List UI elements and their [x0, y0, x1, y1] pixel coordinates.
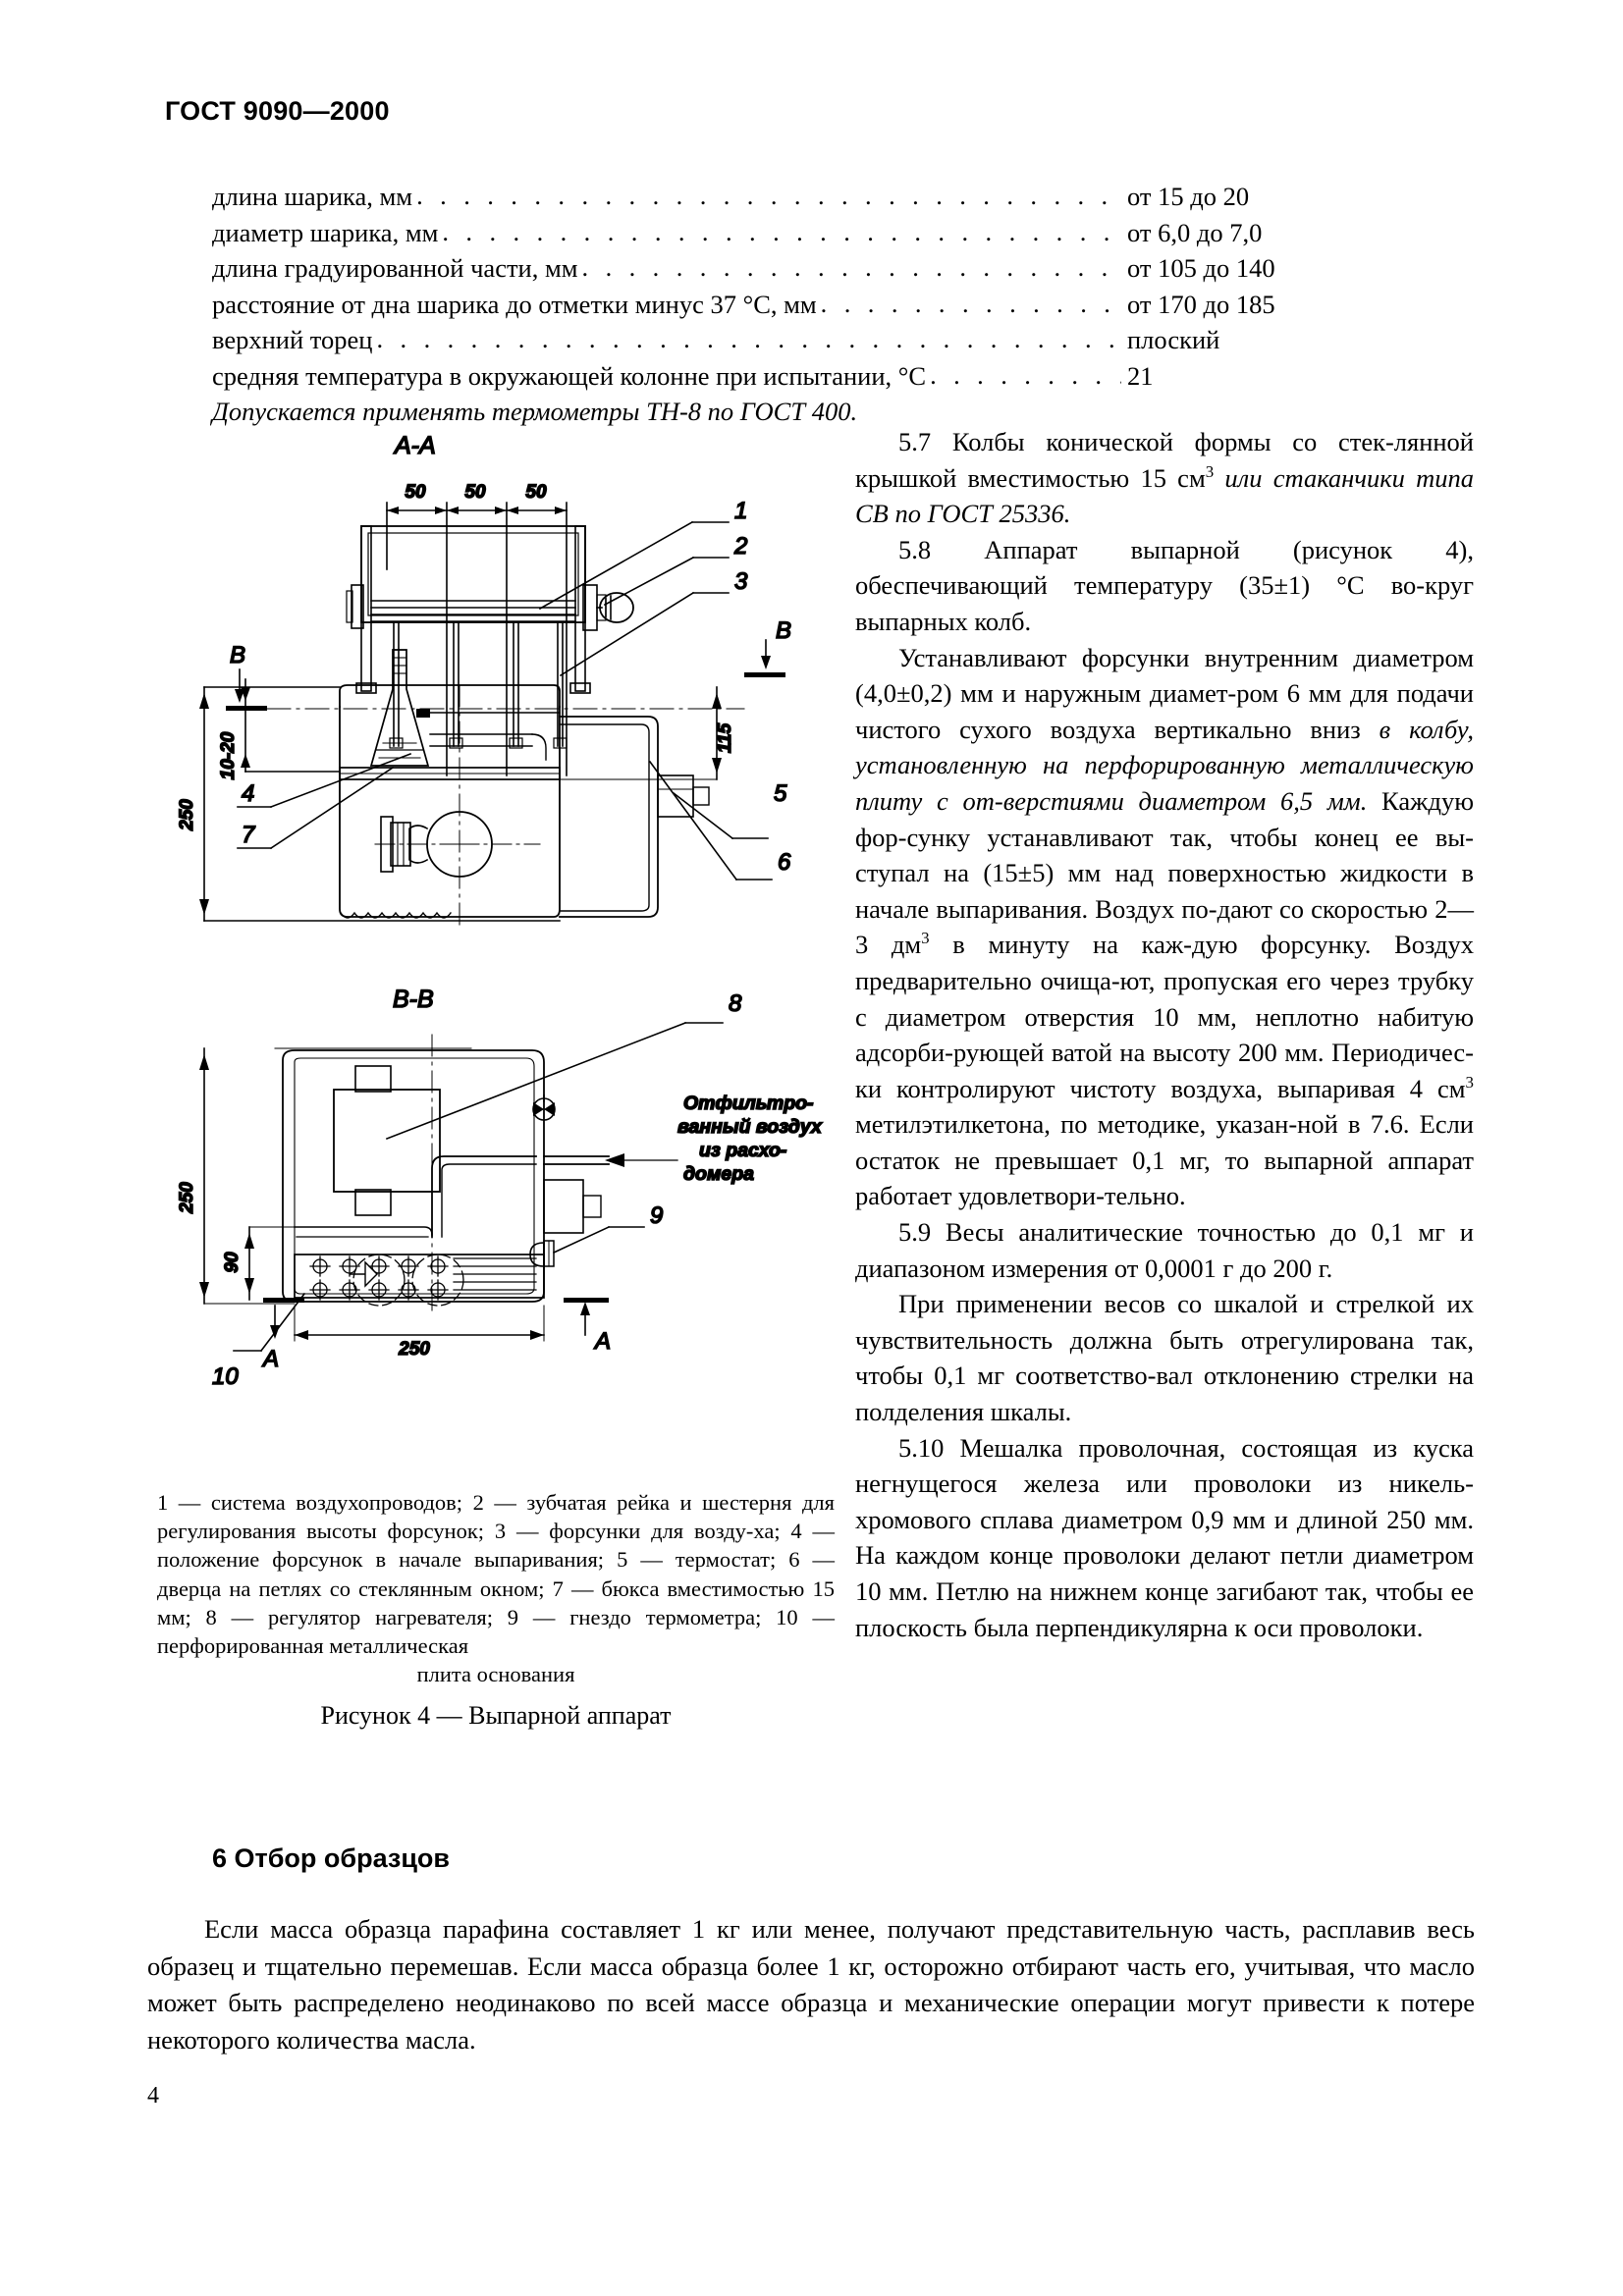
- view-label-aa: А-А: [393, 432, 436, 459]
- evaporator-apparatus-diagram: А-А 50 50 50: [176, 431, 824, 1391]
- section-mark-b-left: В: [230, 642, 245, 668]
- dimension-250-top-view: 250: [177, 799, 197, 831]
- leader-dots: [582, 249, 1121, 286]
- dimension-250-width: 250: [398, 1339, 430, 1360]
- dimension-50-a: 50: [405, 482, 426, 503]
- section-6-heading: 6 Отбор образцов: [212, 1843, 451, 1873]
- leader-dots: [821, 286, 1121, 322]
- paragraph-5-7: 5.7 Колбы конической формы со стек-лянно…: [855, 424, 1474, 532]
- section-6-body: Если масса образца парафина составляет 1…: [147, 1911, 1475, 2058]
- dimension-50-c: 50: [525, 482, 547, 503]
- standard-header: ГОСТ 9090—2000: [165, 96, 390, 126]
- dimension-90: 90: [222, 1252, 243, 1273]
- spec-value: от 15 до 20: [1127, 182, 1250, 211]
- section-mark-b-right: В: [776, 617, 791, 644]
- spec-row: верхний торец плоский: [212, 322, 1341, 358]
- spec-note: Допускается применять термометры ТН-8 по…: [212, 397, 858, 426]
- callout-1: 1: [734, 498, 747, 524]
- spec-row: длина шарика, мм от 15 до 20: [212, 179, 1341, 215]
- annotation-line-2: ванный воздух: [677, 1116, 823, 1138]
- figure-caption-last-line: плита основания: [416, 1662, 575, 1687]
- spec-value: от 105 до 140: [1127, 253, 1275, 283]
- page-number: 4: [147, 2083, 159, 2109]
- spec-row: длина градуированной части, мм от 105 до…: [212, 250, 1341, 287]
- nozzles-text-italic: в колбу, установленную на перфорированну…: [855, 714, 1474, 816]
- spec-value: от 170 до 185: [1127, 289, 1275, 319]
- figure-title: Рисунок 4 — Выпарной аппарат: [320, 1701, 672, 1730]
- p57-text-italic: или стаканчики типа СВ по ГОСТ 25336.: [855, 462, 1474, 529]
- superscript-cubic: 3: [921, 929, 930, 948]
- paragraph-balance: При применении весов со шкалой и стрелко…: [855, 1289, 1474, 1427]
- nozzles-text-a: Устанавливают форсунки внутренним диамет…: [855, 642, 1474, 744]
- figure-4-drawing: А-А 50 50 50: [147, 422, 835, 1463]
- spec-value: от 6,0 до 7,0: [1127, 217, 1263, 247]
- callout-6: 6: [778, 849, 791, 876]
- callout-9: 9: [650, 1202, 663, 1229]
- spec-row: диаметр шарика, мм от 6,0 до 7,0: [212, 215, 1341, 251]
- dimension-10-20: 10-20: [218, 731, 239, 779]
- spec-label: верхний торец: [212, 325, 373, 354]
- spec-row: средняя температура в окружающей колонне…: [212, 358, 1341, 395]
- callout-2: 2: [733, 533, 747, 560]
- leader-dots: [376, 321, 1121, 357]
- annotation-line-1: Отфильтро-: [683, 1093, 814, 1114]
- spec-label: диаметр шарика, мм: [212, 217, 439, 247]
- leader-dots: [930, 357, 1121, 394]
- spec-value: 21: [1127, 360, 1154, 391]
- paragraph-5-8: 5.8 Аппарат выпарной (рисунок 4), обеспе…: [855, 534, 1474, 636]
- callout-4: 4: [242, 780, 254, 807]
- figure-caption: 1 — система воздухопроводов; 2 — зубчата…: [157, 1488, 835, 1688]
- callout-10: 10: [212, 1363, 239, 1390]
- spec-value: плоский: [1127, 325, 1220, 354]
- section-mark-a-right: А: [593, 1328, 611, 1355]
- leader-dots: [442, 214, 1121, 250]
- spec-label: длина градуированной части, мм: [212, 253, 578, 283]
- annotation-line-4: домера: [683, 1163, 754, 1185]
- nozzles-text-b: Каждую фор-сунку устанавливают так, чтоб…: [855, 785, 1474, 960]
- section-6-paragraph: Если масса образца парафина составляет 1…: [147, 1914, 1475, 2055]
- paragraph-nozzles: Устанавливают форсунки внутренним диамет…: [855, 640, 1474, 1215]
- spec-label: длина шарика, мм: [212, 182, 413, 211]
- callout-7: 7: [242, 822, 256, 848]
- annotation-line-3: из расхо-: [699, 1140, 786, 1161]
- dimension-50-b: 50: [464, 482, 486, 503]
- spec-label: расстояние от дна шарика до отметки мину…: [212, 289, 817, 319]
- paragraph-5-10: 5.10 Мешалка проволочная, состоящая из к…: [855, 1432, 1474, 1642]
- section-mark-a-left: А: [261, 1346, 279, 1372]
- dimension-115: 115: [715, 722, 735, 753]
- leader-dots: [416, 178, 1121, 214]
- superscript-cubic: 3: [1465, 1072, 1474, 1092]
- superscript-cubic: 3: [1205, 461, 1215, 481]
- nozzles-text-c: в минуту на каж-дую форсунку. Воздух пре…: [855, 930, 1474, 1103]
- callout-8: 8: [729, 990, 742, 1017]
- paragraph-5-9: 5.9 Весы аналитические точностью до 0,1 …: [855, 1217, 1474, 1283]
- dimension-250-bottom-view: 250: [177, 1182, 197, 1214]
- spec-label: средняя температура в окружающей колонне…: [212, 360, 927, 391]
- callout-5: 5: [774, 780, 787, 807]
- view-label-bb: В-В: [393, 986, 434, 1013]
- nozzles-text-d: метилэтилкетона, по методике, указан-ной…: [855, 1109, 1474, 1211]
- figure-caption-text: 1 — система воздухопроводов; 2 — зубчата…: [157, 1490, 835, 1659]
- spec-row: расстояние от дна шарика до отметки мину…: [212, 287, 1341, 323]
- p57-text-a: 5.7 Колбы конической формы со стек-лянно…: [855, 427, 1474, 493]
- callout-3: 3: [734, 568, 748, 595]
- right-text-column: 5.7 Колбы конической формы со стек-лянно…: [855, 424, 1474, 1645]
- specification-list: длина шарика, мм от 15 до 20 диаметр шар…: [212, 179, 1341, 394]
